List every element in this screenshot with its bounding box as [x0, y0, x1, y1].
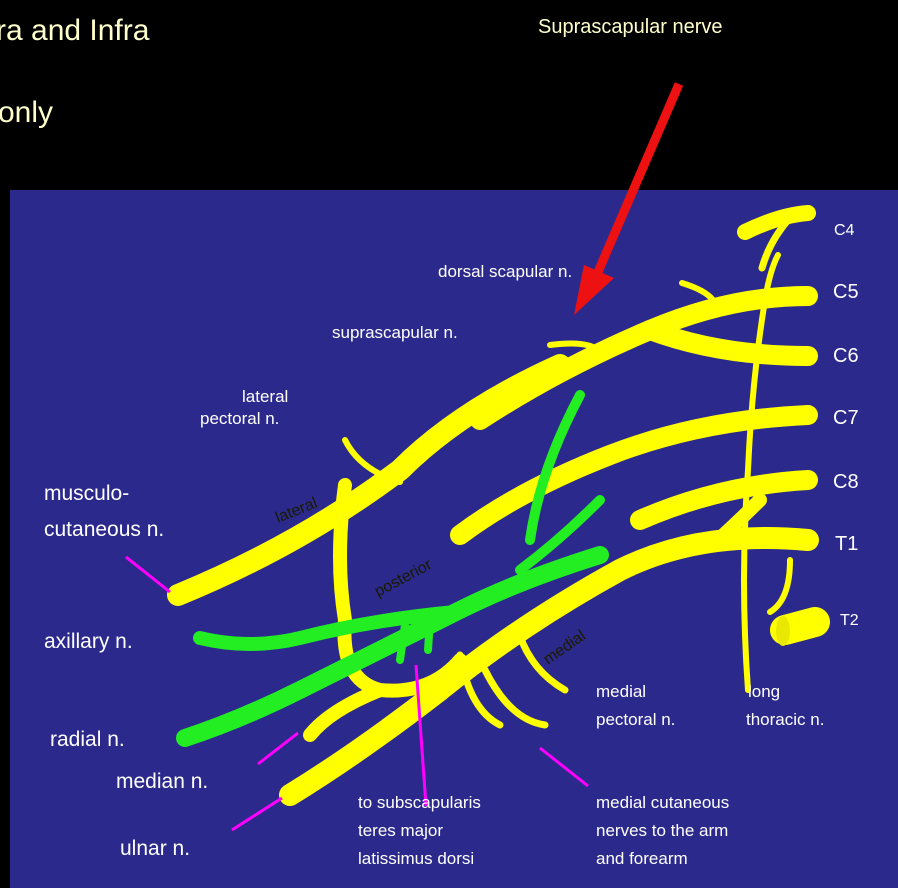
root-label-t2: T2	[840, 612, 859, 629]
root-label-c6: C6	[833, 345, 859, 367]
radial-label: radial n.	[50, 728, 125, 751]
medial-cutaneous-label-2: nerves to the arm	[596, 821, 728, 840]
subscapularis-label-2: teres major	[358, 821, 443, 840]
root-label-t1: T1	[835, 533, 858, 555]
root-label-c7: C7	[833, 407, 859, 429]
medial-pectoral-label-1: medial	[596, 682, 646, 701]
subscapularis-label-1: to subscapularis	[358, 793, 481, 812]
musculocutaneous-label-2: cutaneous n.	[44, 518, 164, 541]
root-label-c8: C8	[833, 471, 859, 493]
musculocutaneous-label-1: musculo-	[44, 482, 129, 505]
medial-pectoral-label-2: pectoral n.	[596, 710, 675, 729]
suprascapular-label: suprascapular n.	[332, 323, 458, 342]
long-thoracic-label-1: long	[748, 682, 780, 701]
lateral-pectoral-label-2: pectoral n.	[200, 409, 279, 428]
dorsal-scapular-label: dorsal scapular n.	[438, 262, 572, 281]
subscapularis-label-3: latissimus dorsi	[358, 849, 474, 868]
root-label-c4: C4	[834, 222, 855, 239]
long-thoracic-label-2: thoracic n.	[746, 710, 824, 729]
medial-cutaneous-label-3: and forearm	[596, 849, 688, 868]
median-label: median n.	[116, 770, 208, 793]
medial-cutaneous-label-1: medial cutaneous	[596, 793, 729, 812]
ulnar-label: ulnar n.	[120, 837, 190, 860]
lateral-pectoral-label-1: lateral	[242, 387, 288, 406]
axillary-label: axillary n.	[44, 630, 133, 653]
root-label-c5: C5	[833, 281, 859, 303]
